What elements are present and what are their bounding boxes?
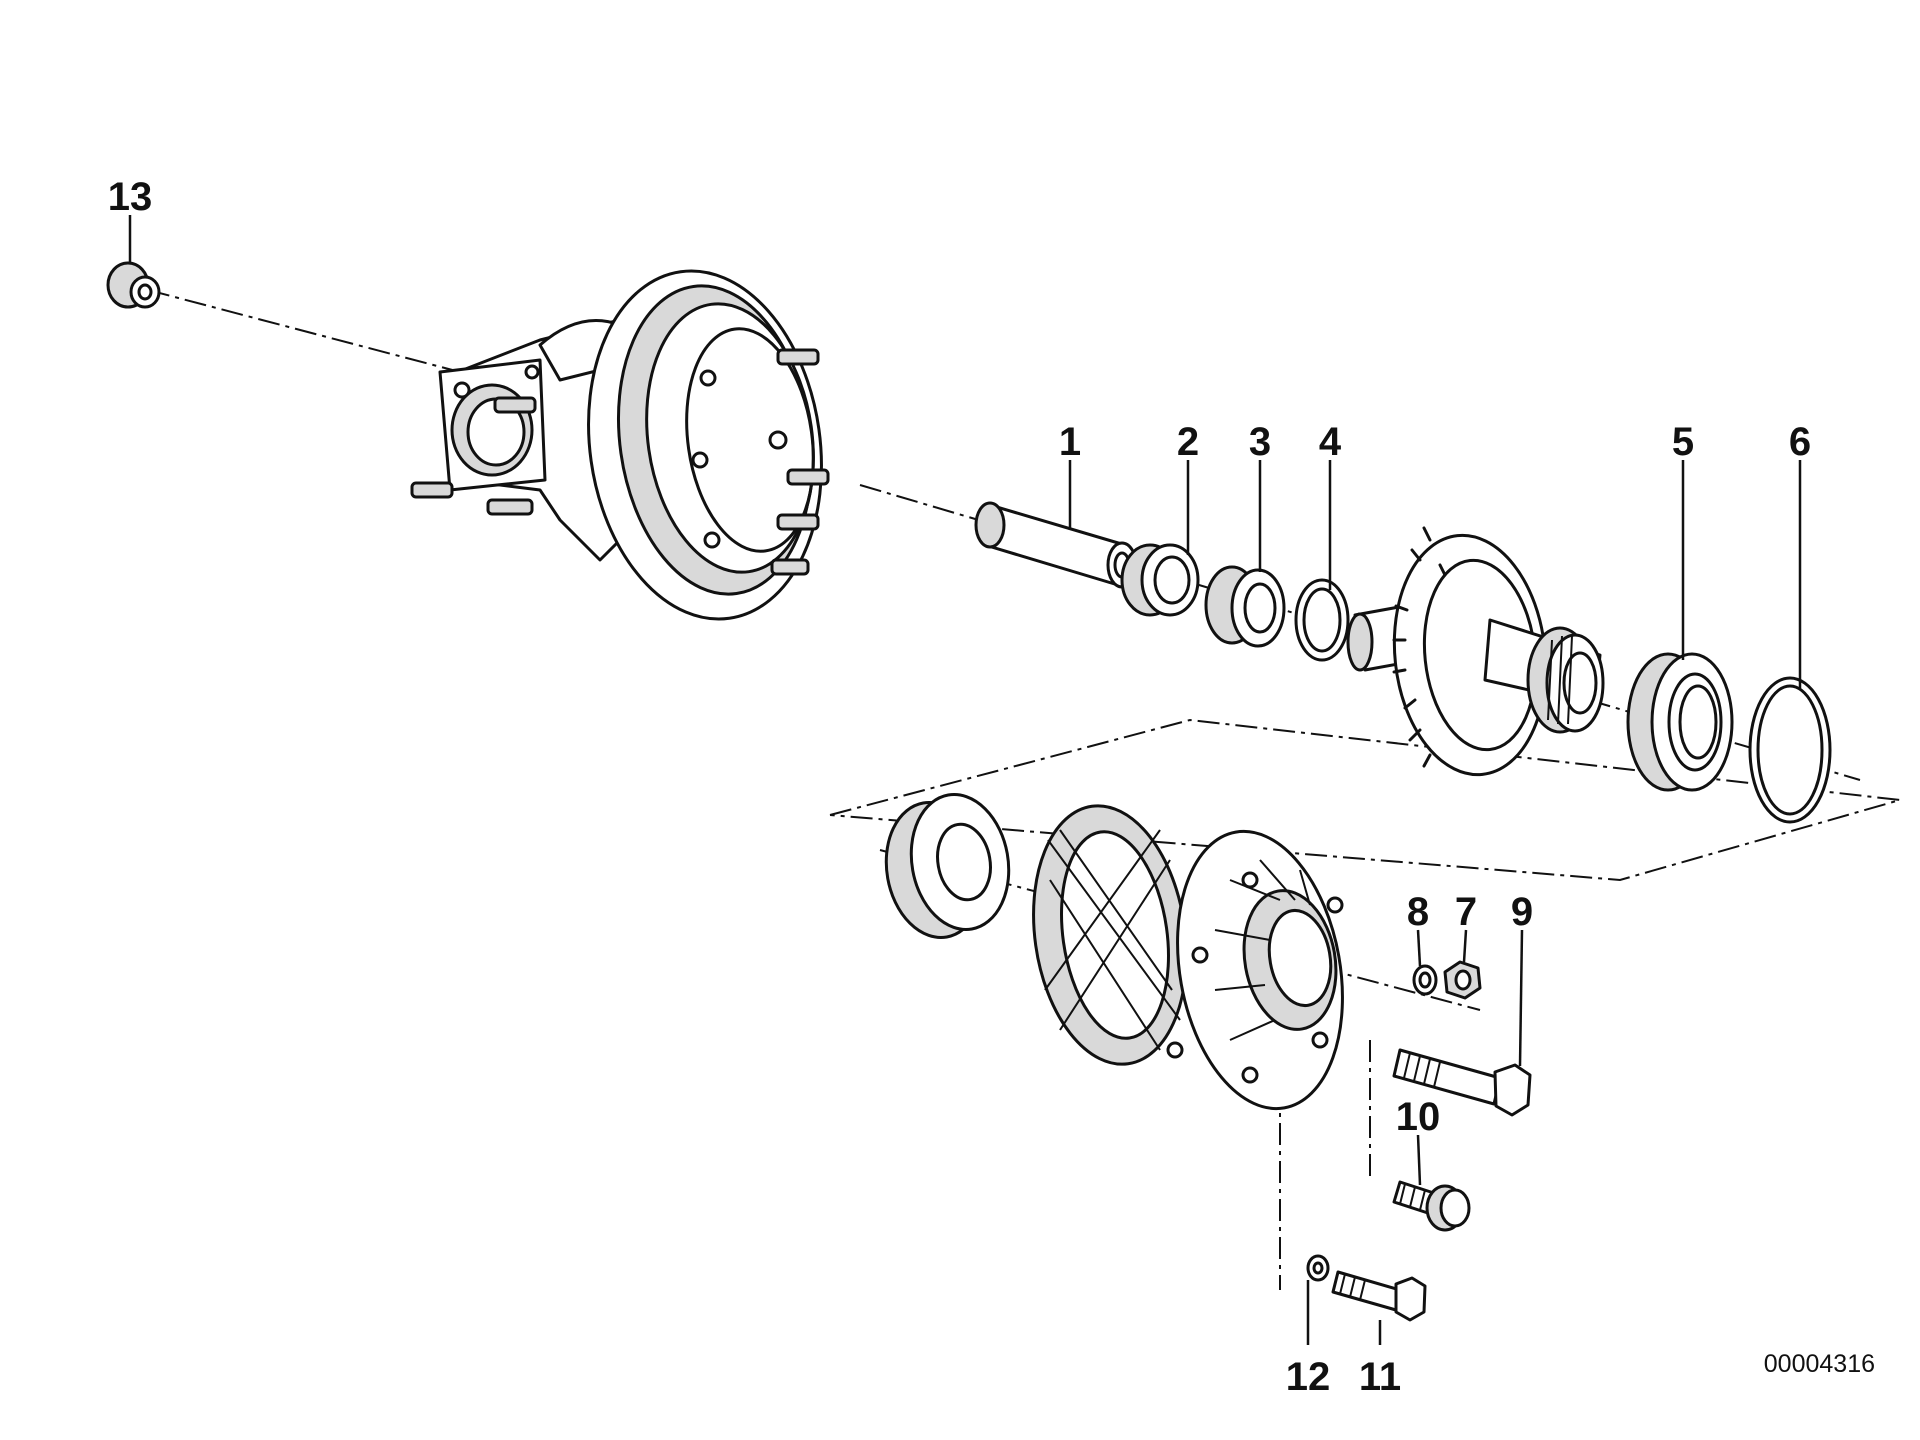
label-10: 10 bbox=[1396, 1095, 1441, 1139]
center-lines bbox=[147, 289, 1901, 1290]
label-12: 12 bbox=[1286, 1355, 1331, 1399]
part-9-bolt bbox=[1392, 1048, 1532, 1117]
part-3-spacer bbox=[1204, 565, 1286, 648]
part-7-nut bbox=[1443, 960, 1482, 1000]
gasket bbox=[1032, 804, 1188, 1066]
label-13: 13 bbox=[108, 175, 153, 219]
part-4-shim bbox=[1294, 578, 1350, 662]
part-labels: 13 1 2 3 4 5 6 8 7 9 10 12 11 bbox=[108, 175, 1811, 1399]
shaft-seal bbox=[884, 793, 1011, 939]
label-1: 1 bbox=[1059, 420, 1081, 464]
label-6: 6 bbox=[1789, 420, 1811, 464]
label-7: 7 bbox=[1455, 890, 1477, 934]
label-5: 5 bbox=[1672, 420, 1694, 464]
part-11-bolt bbox=[1331, 1270, 1427, 1322]
label-8: 8 bbox=[1407, 890, 1429, 934]
label-2: 2 bbox=[1177, 420, 1199, 464]
label-4: 4 bbox=[1319, 420, 1342, 464]
housing bbox=[410, 269, 830, 621]
label-9: 9 bbox=[1511, 890, 1533, 934]
part-8-washer bbox=[1412, 964, 1438, 996]
part-1-sleeve bbox=[974, 501, 1138, 589]
part-12-washer bbox=[1306, 1254, 1330, 1282]
part-10-screw bbox=[1392, 1180, 1471, 1232]
label-11: 11 bbox=[1359, 1355, 1401, 1399]
label-3: 3 bbox=[1249, 420, 1271, 464]
drawing-code: 00004316 bbox=[1764, 1350, 1875, 1378]
part-5-bearing bbox=[1626, 652, 1734, 792]
part-13-plug bbox=[106, 261, 161, 309]
leader-lines bbox=[128, 215, 1802, 1345]
cover bbox=[1166, 829, 1344, 1111]
ring-gear-carrier bbox=[1346, 526, 1605, 777]
part-6-circlip bbox=[1748, 676, 1832, 824]
part-2-race bbox=[1120, 543, 1200, 617]
